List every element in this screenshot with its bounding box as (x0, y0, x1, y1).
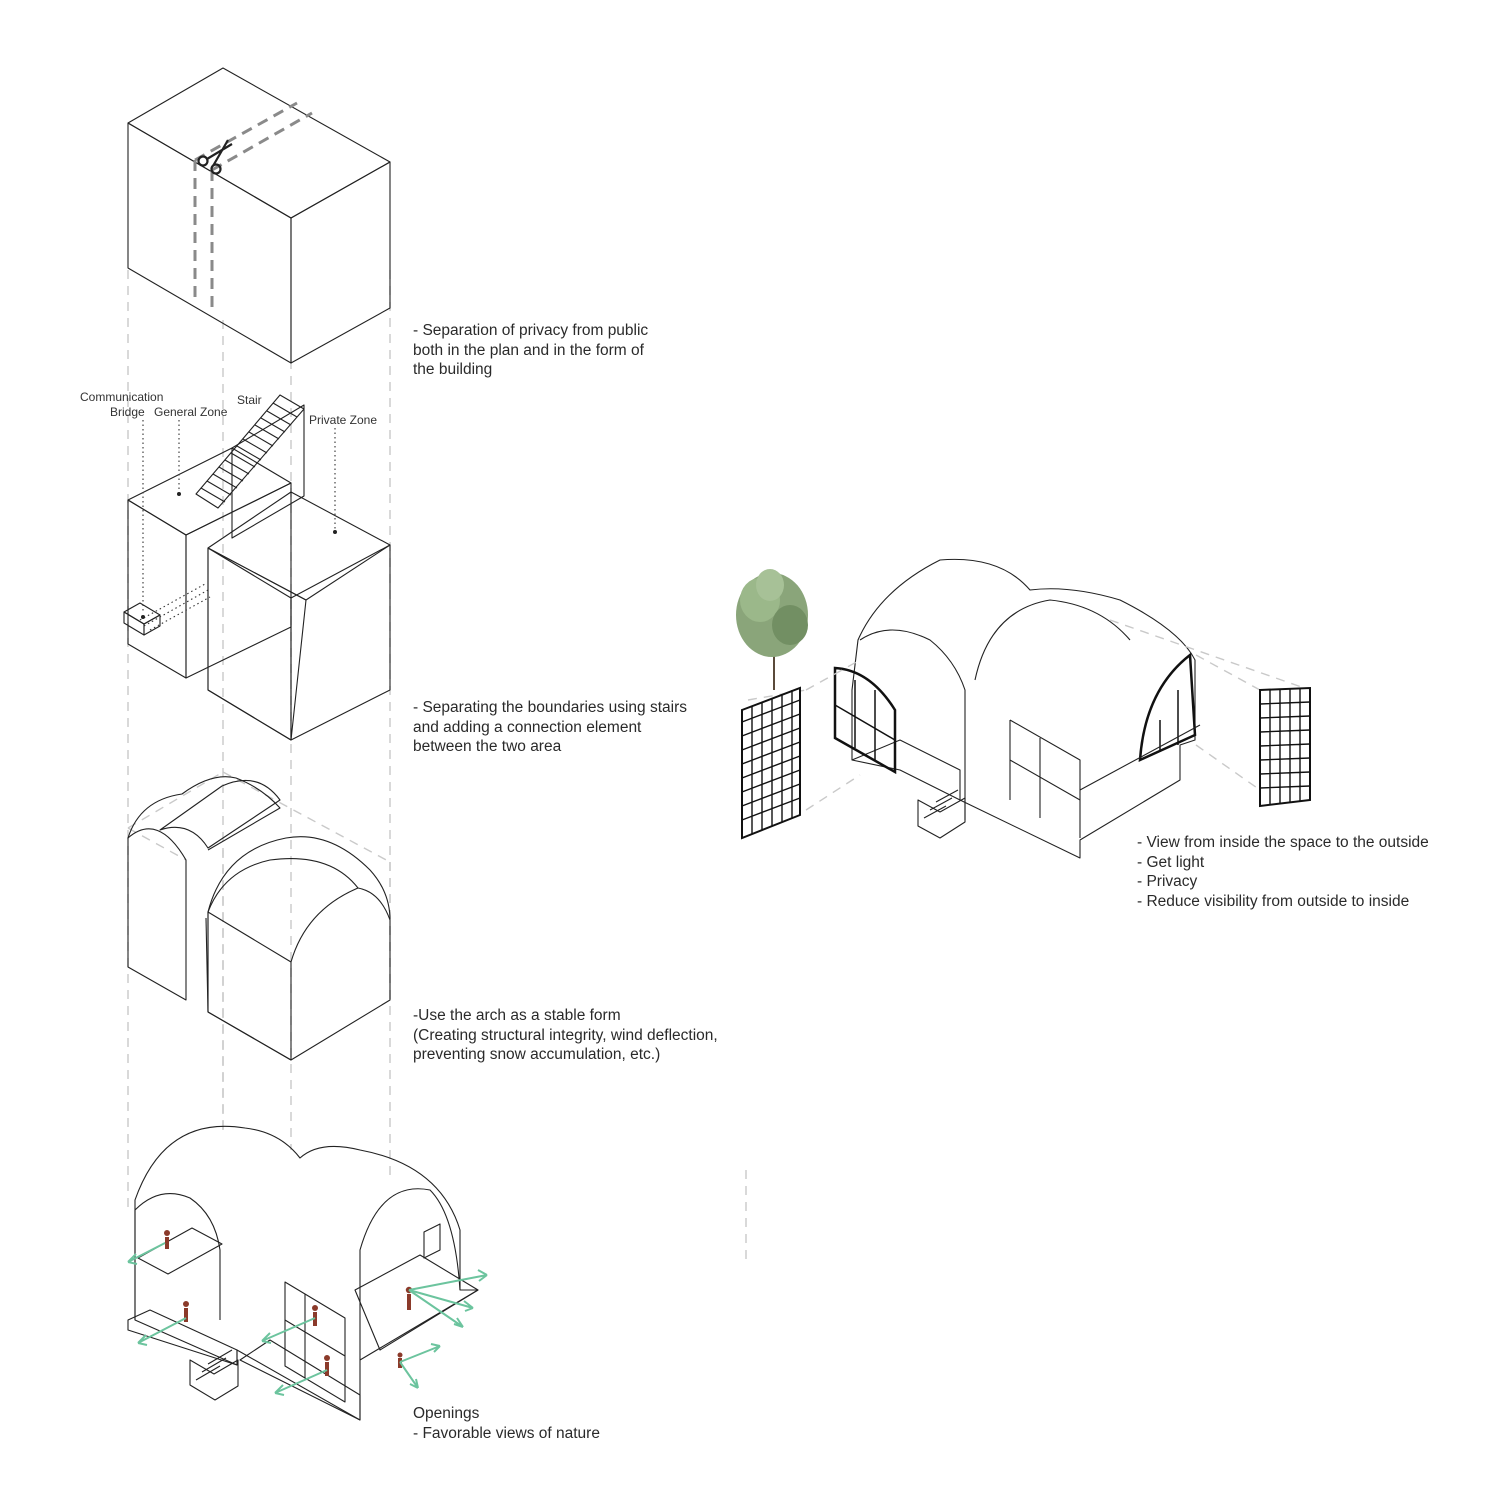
bridge-label: Bridge (110, 405, 145, 419)
facade-note-line-1: - View from inside the space to the outs… (1137, 834, 1429, 851)
step2-note-line-3: between the two area (413, 738, 562, 755)
scissors-icon (197, 139, 233, 175)
view-arrows (127, 1242, 488, 1396)
step3-arched-volumes (127, 771, 391, 1130)
lattice-screen-left (741, 686, 801, 840)
facade-note-line-4: - Reduce visibility from outside to insi… (1137, 892, 1410, 910)
people (164, 1230, 413, 1376)
step4-note: Openings - Favorable views of nature (413, 1404, 600, 1443)
step1-note-line-3: the building (413, 361, 493, 378)
step3-note: -Use the arch as a stable form (Creating… (413, 1006, 718, 1065)
tree-icon (736, 569, 808, 690)
step2-note: - Separating the boundaries using stairs… (413, 698, 687, 757)
step1-note-line-1: - Separation of privacy from public (413, 322, 649, 339)
facade-note-line-3: - Privacy (1137, 873, 1198, 890)
facade-study (736, 558, 1311, 859)
stair (195, 394, 305, 509)
facade-note: - View from inside the space to the outs… (1137, 833, 1429, 911)
arched-window-left (833, 666, 897, 775)
facade-note-line-2: - Get light (1137, 853, 1205, 871)
step1-note: - Separation of privacy from public both… (413, 321, 648, 380)
step1-note-line-2: both in the plan and in the form of (413, 341, 644, 359)
step2-note-line-1: - Separating the boundaries using stairs (413, 699, 687, 716)
lattice-screen-right (1259, 686, 1311, 808)
step4-note-line-2: - Favorable views of nature (413, 1424, 600, 1442)
step3-note-line-2: (Creating structural integrity, wind def… (413, 1026, 718, 1044)
private-zone-label: Private Zone (309, 413, 378, 427)
communication-label: Communication (80, 390, 164, 404)
communication-bridge (123, 583, 211, 636)
general-zone-label: General Zone (154, 405, 228, 419)
step2-note-line-2: and adding a connection element (413, 718, 642, 736)
step2-zones (123, 394, 391, 741)
step1-solid-box (127, 67, 391, 364)
arched-window-right (1138, 652, 1197, 763)
step4-openings (127, 1125, 488, 1421)
step3-note-line-1: -Use the arch as a stable form (413, 1007, 621, 1024)
step3-note-line-3: preventing snow accumulation, etc.) (413, 1046, 661, 1063)
step4-note-line-1: Openings (413, 1405, 480, 1422)
stair-label: Stair (237, 393, 262, 407)
